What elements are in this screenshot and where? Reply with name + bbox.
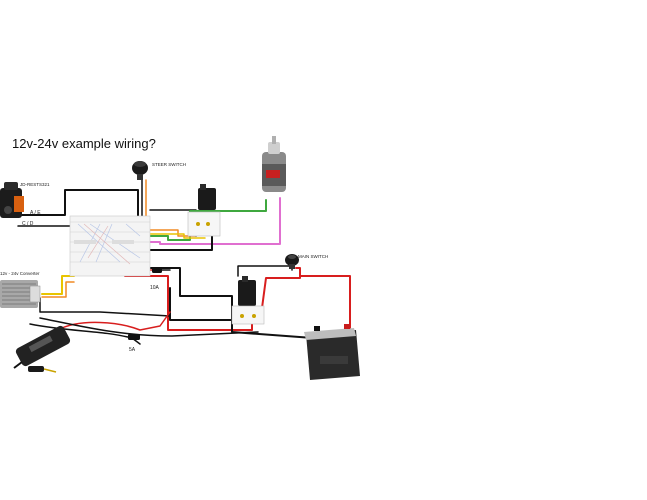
battery-icon bbox=[304, 324, 360, 380]
wire-yellow-relay bbox=[149, 233, 206, 239]
wire-red-battery bbox=[299, 275, 351, 335]
harness-label-ae: A / E bbox=[30, 210, 41, 216]
fuse-10a-label: 10A bbox=[150, 285, 160, 291]
wire-red-switch bbox=[261, 267, 301, 309]
main-switch-label: MAIN SWITCH bbox=[298, 254, 328, 259]
wire-black-charger bbox=[39, 317, 259, 337]
wire-orange-converter bbox=[41, 281, 75, 298]
harness-label-cd: C / D bbox=[22, 221, 34, 227]
steer-switch-label: STEER SWITCH bbox=[152, 162, 186, 167]
wire-pink-motor bbox=[149, 197, 281, 245]
motor-icon bbox=[262, 136, 286, 192]
wiring-harness-block bbox=[69, 215, 151, 277]
steer-switch-icon bbox=[132, 161, 148, 180]
diagram-title: 12v-24v example wiring? bbox=[12, 136, 156, 151]
fuse-10a-icon bbox=[152, 267, 162, 273]
wire-orange-relay bbox=[149, 229, 196, 237]
relay-1-icon bbox=[187, 184, 221, 237]
steer-controller-icon bbox=[0, 182, 24, 218]
wire-green-motor bbox=[149, 199, 267, 241]
converter-label: 12v - 24v Converter bbox=[0, 271, 40, 276]
relay-2-icon bbox=[231, 276, 265, 325]
wire-black-converter bbox=[17, 297, 171, 317]
charger-icon bbox=[13, 325, 71, 373]
wire-black-switch bbox=[237, 265, 293, 277]
main-switch-icon bbox=[285, 254, 299, 269]
wire-red-main bbox=[124, 275, 253, 331]
wire-red-charger bbox=[57, 311, 171, 331]
wire-yellow-converter bbox=[41, 275, 75, 295]
converter-icon bbox=[0, 280, 41, 308]
fuse-5a-icon bbox=[128, 334, 140, 340]
wire-black-main bbox=[124, 267, 233, 321]
fuse-5a-label: 5A bbox=[129, 347, 136, 353]
wire-black-top bbox=[17, 189, 139, 217]
controller-label: JD-RESTS321 bbox=[20, 182, 50, 187]
wires bbox=[17, 177, 351, 345]
